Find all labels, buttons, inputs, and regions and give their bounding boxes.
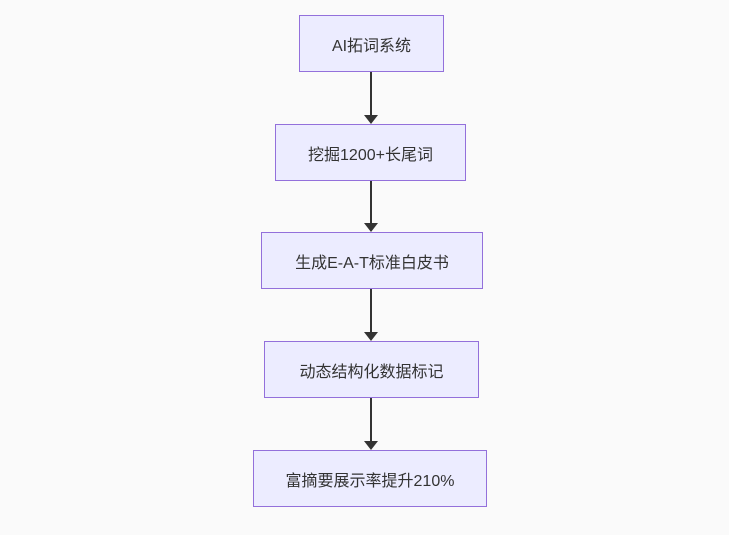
arrow-down-icon [364,115,378,124]
flow-arrow-line [370,72,372,115]
flow-node-longtail-mining: 挖掘1200+长尾词 [275,124,466,181]
arrow-down-icon [364,332,378,341]
flow-node-label: 富摘要展示率提升210% [285,472,455,490]
flow-node-label: 动态结构化数据标记 [299,363,444,381]
flow-node-eat-whitepaper: 生成E-A-T标准白皮书 [261,232,483,289]
arrow-down-icon [364,441,378,450]
flow-arrow-line [370,398,372,441]
flow-arrow-line [370,181,372,223]
flow-arrow-line [370,289,372,332]
flow-node-structured-data-markup: 动态结构化数据标记 [264,341,479,398]
flow-node-rich-snippet-result: 富摘要展示率提升210% [253,450,487,507]
arrow-down-icon [364,223,378,232]
flow-node-label: 生成E-A-T标准白皮书 [295,254,449,272]
flow-node-label: AI拓词系统 [331,37,412,55]
flow-node-ai-word-expansion: AI拓词系统 [299,15,444,72]
flow-node-label: 挖掘1200+长尾词 [308,146,433,164]
